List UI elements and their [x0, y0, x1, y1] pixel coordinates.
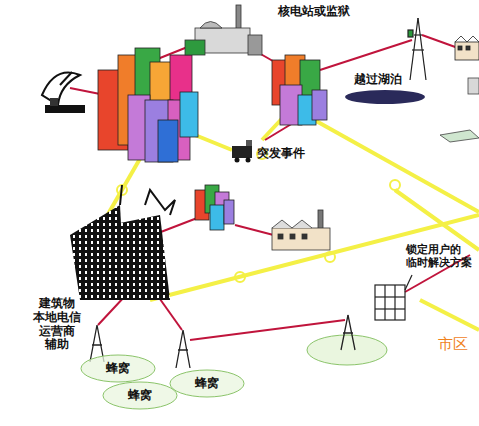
skyscraper: [70, 185, 175, 300]
cell-area: 蜂窝: [80, 354, 156, 383]
site-caption: 突发事件: [257, 147, 305, 161]
factory: [455, 36, 479, 60]
cell-label: 蜂窝: [80, 354, 156, 377]
site-caption: 建筑物 本地电信 运营商 辅助: [32, 297, 81, 352]
emergency-vehicle: [232, 140, 252, 163]
nuclear-plant: [185, 5, 262, 55]
site-caption: 越过湖泊: [354, 73, 402, 87]
branch-buildings: [195, 185, 234, 230]
lake: [345, 90, 425, 104]
cell-area: 蜂窝: [102, 381, 178, 410]
satellite-dish: [42, 72, 85, 113]
relay-tower: [408, 18, 426, 80]
distant-sites: [440, 78, 479, 142]
site-caption: 锁定用户的 临时解决方案: [406, 244, 473, 269]
cell-label: 蜂窝: [169, 369, 245, 392]
city-buildings: [98, 48, 198, 162]
factory-plant: [272, 210, 330, 250]
cell-area: 蜂窝: [169, 369, 245, 398]
temporary-site: [375, 275, 412, 320]
area-caption: 市区: [438, 336, 468, 353]
office-buildings: [272, 55, 327, 125]
radio-links: [70, 35, 470, 340]
cell-area: [307, 335, 387, 365]
cell-label: 蜂窝: [102, 381, 178, 404]
site-caption: 核电站或监狱: [278, 5, 350, 19]
